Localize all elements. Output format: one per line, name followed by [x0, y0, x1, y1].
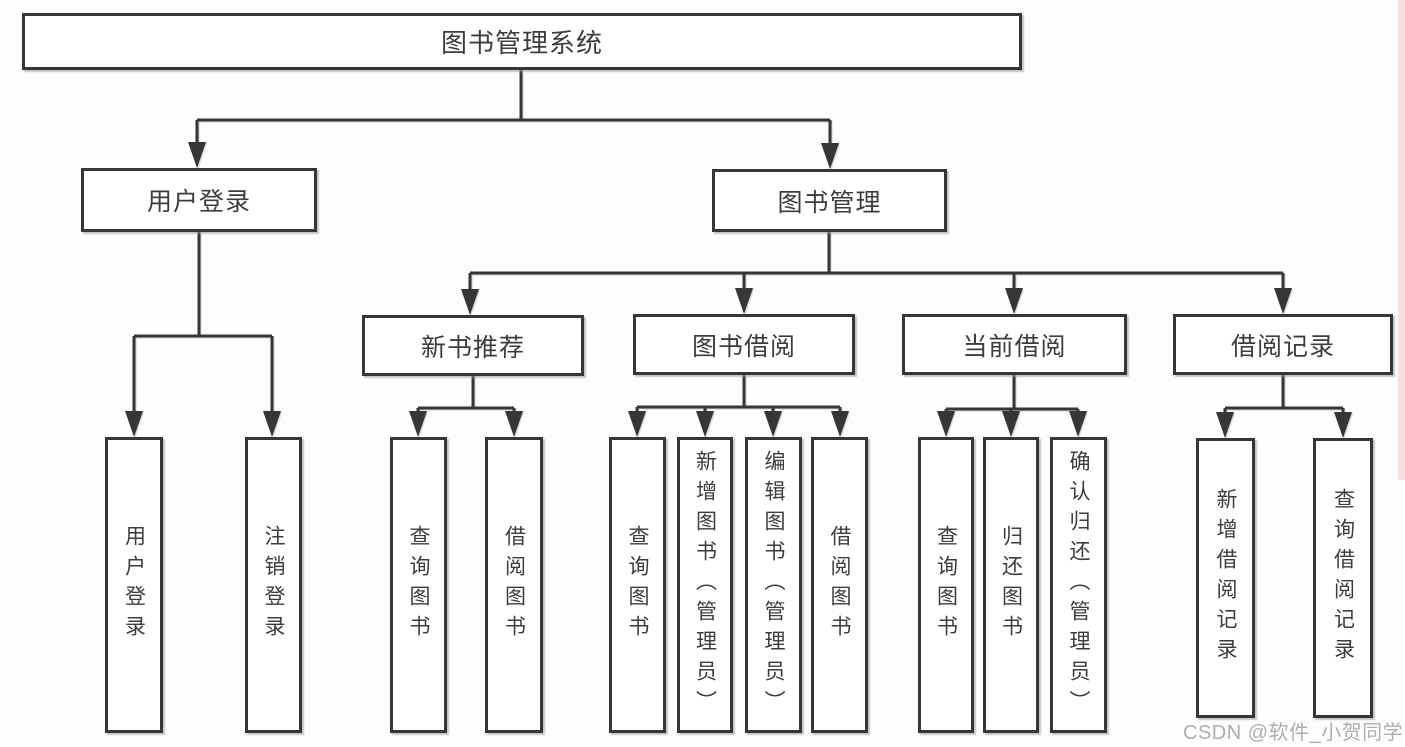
node-label: 图书管理 — [777, 188, 882, 217]
node-book-borrowing: 图书借阅 — [633, 314, 855, 375]
node-leaf-confirm-return: 确认归还（管理员） — [1050, 437, 1107, 733]
node-label: 借阅图书 — [502, 525, 526, 645]
node-label: 查询借阅记录 — [1331, 488, 1355, 668]
node-label: 图书借阅 — [691, 332, 796, 361]
arrowhead-down-icon — [125, 411, 143, 437]
node-leaf-return-books: 归还图书 — [983, 437, 1039, 733]
node-label: 图书管理系统 — [440, 28, 603, 58]
node-leaf-borrow-books-rec: 借阅图书 — [485, 437, 543, 733]
node-leaf-query-books-bor: 查询图书 — [609, 437, 666, 733]
arrowhead-down-icon — [1216, 412, 1234, 438]
csdn-watermark: CSDN @软件_小贺同学 — [1183, 722, 1404, 744]
node-new-book-rec: 新书推荐 — [362, 315, 584, 376]
node-label: 查询图书 — [934, 525, 958, 645]
node-leaf-edit-books: 编辑图书（管理员） — [745, 437, 802, 733]
node-user-login: 用户登录 — [81, 168, 317, 232]
arrowhead-down-icon — [505, 411, 523, 437]
node-label: 查询图书 — [626, 525, 649, 645]
node-label: 新书推荐 — [420, 333, 525, 362]
node-label: 当前借阅 — [962, 332, 1067, 361]
node-leaf-query-books-rec: 查询图书 — [390, 437, 447, 733]
arrowhead-down-icon — [263, 411, 281, 437]
node-label: 确认归还（管理员） — [1067, 450, 1090, 720]
arrowhead-down-icon — [628, 411, 646, 437]
node-leaf-add-books: 新增图书（管理员） — [677, 437, 733, 733]
node-label: 新增借阅记录 — [1214, 488, 1237, 668]
arrowhead-down-icon — [696, 411, 714, 437]
node-leaf-add-borrow-record: 新增借阅记录 — [1196, 438, 1255, 718]
node-root: 图书管理系统 — [22, 13, 1022, 70]
node-leaf-borrow-books-bor: 借阅图书 — [811, 437, 868, 733]
arrowhead-down-icon — [735, 288, 753, 314]
node-label: 用户登录 — [146, 188, 251, 216]
node-label: 编辑图书（管理员） — [762, 450, 785, 720]
screenshot-edge-tint — [1398, 0, 1405, 480]
arrowhead-down-icon — [1002, 411, 1020, 437]
arrowhead-down-icon — [1069, 411, 1087, 437]
node-label: 注销登录 — [262, 525, 285, 645]
arrowhead-down-icon — [409, 411, 427, 437]
arrowhead-down-icon — [937, 411, 955, 437]
node-leaf-query-books-cur: 查询图书 — [918, 437, 974, 733]
arrowhead-down-icon — [188, 142, 206, 168]
node-label: 新增图书（管理员） — [693, 450, 717, 720]
arrowhead-down-icon — [764, 411, 782, 437]
node-label: 归还图书 — [999, 525, 1023, 645]
arrowhead-down-icon — [831, 411, 849, 437]
arrowhead-down-icon — [821, 143, 839, 169]
node-label: 借阅记录 — [1230, 332, 1335, 361]
arrowhead-down-icon — [1274, 288, 1292, 314]
node-leaf-query-borrow-record: 查询借阅记录 — [1313, 438, 1373, 718]
arrowhead-down-icon — [1334, 412, 1352, 438]
arrowhead-down-icon — [461, 289, 479, 315]
node-label: 查询图书 — [407, 525, 430, 645]
node-label: 借阅图书 — [828, 525, 851, 645]
node-leaf-user-login: 用户登录 — [105, 437, 163, 733]
connector-path — [132, 70, 1345, 414]
node-book-mgmt: 图书管理 — [712, 169, 947, 232]
node-current-borrowing: 当前借阅 — [902, 314, 1127, 375]
arrowhead-down-icon — [1005, 288, 1023, 314]
node-borrowing-records: 借阅记录 — [1173, 314, 1393, 375]
node-leaf-logout: 注销登录 — [245, 437, 302, 733]
node-label: 用户登录 — [122, 525, 146, 645]
